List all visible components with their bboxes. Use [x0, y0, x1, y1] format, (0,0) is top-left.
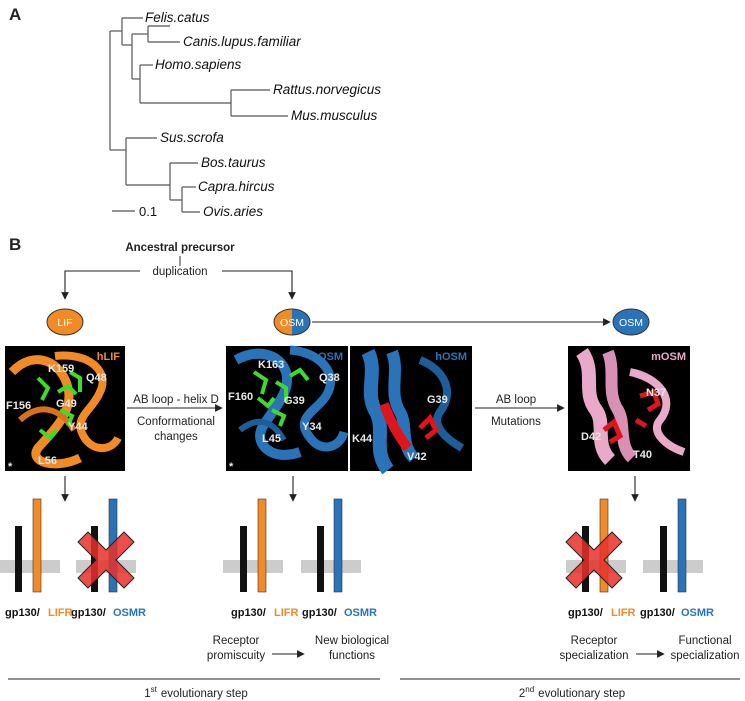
hlif-star: * — [8, 461, 13, 473]
step2-num: 2 — [519, 688, 525, 700]
step1-label-line1: AB loop - helix D — [133, 394, 219, 406]
species-mus-musculus: Mus.musculus — [291, 108, 378, 123]
hosm-res-y34: Y34 — [302, 421, 322, 433]
panel-a-letter: A — [9, 5, 21, 24]
rec3-gp130: gp130/ — [568, 607, 603, 619]
lif-oval-label: LIF — [57, 317, 72, 329]
blocked-cross-icon — [77, 531, 135, 589]
mosm-res-n37: N37 — [646, 387, 666, 399]
step2-sup: nd — [525, 685, 534, 694]
outcome1-b-line2: functions — [329, 650, 375, 662]
hosm-res-l45: L45 — [262, 433, 281, 445]
panel-b-letter: B — [9, 235, 21, 254]
rec2-lifr: LIFR — [274, 607, 298, 619]
step2-text: evolutionary step — [538, 688, 625, 700]
species-capra-hircus: Capra.hircus — [198, 179, 275, 194]
hosm2-res-k44: K44 — [352, 433, 373, 445]
hosm-structure-image-1: hOSM K163 F160 Q38 G39 Y34 L45 * — [226, 345, 349, 473]
receptor-group-lif — [0, 498, 136, 593]
species-felis-catus: Felis.catus — [145, 10, 210, 25]
hlif-res-k159: K159 — [48, 363, 74, 375]
hosm-structure-image-2: hOSM G39 K44 V42 — [350, 346, 472, 475]
hosm-res-k163: K163 — [258, 359, 284, 371]
step1-num: 1 — [144, 688, 150, 700]
mosm-res-t40: T40 — [633, 449, 652, 461]
hosm-star: * — [229, 461, 234, 473]
rec3-osmr: OSMR — [681, 607, 714, 619]
species-bos-taurus: Bos.taurus — [201, 155, 266, 170]
hlif-res-l56: L56 — [38, 455, 57, 467]
hosm-res-q38: Q38 — [319, 372, 340, 384]
rec2-gp130: gp130/ — [231, 607, 266, 619]
duplication-arrow-left — [61, 270, 140, 300]
outcome2-a-line2: specialization — [559, 650, 628, 662]
step2-caption: 2nd evolutionary step — [519, 685, 625, 700]
outcome2-b-line1: Functional — [678, 635, 731, 647]
rec1-gp130: gp130/ — [5, 607, 40, 619]
step2-label-line2: Mutations — [491, 416, 541, 428]
hlif-res-g49: G49 — [56, 398, 77, 410]
outcome1-a-line2: promiscuity — [207, 650, 265, 662]
species-sus-scrofa: Sus.scrofa — [160, 130, 224, 145]
lif-oval: LIF — [46, 308, 84, 336]
osm-oval-blue: OSM — [612, 308, 650, 336]
rec2-osmr: OSMR — [344, 607, 377, 619]
hosm-label-2: hOSM — [435, 351, 467, 363]
phylogenetic-tree — [109, 17, 288, 213]
scale-bar-label: 0.1 — [139, 204, 157, 219]
osm-oval-label-1: OSM — [280, 317, 304, 329]
hlif-res-f156: F156 — [6, 400, 31, 412]
hlif-res-q48: Q48 — [86, 372, 107, 384]
rec3b-gp130: gp130/ — [640, 607, 675, 619]
rec1-lifr: LIFR — [48, 607, 72, 619]
receptor-group-hosm — [223, 498, 361, 593]
hosm2-res-v42: V42 — [407, 451, 427, 463]
hlif-structure-image: hLIF K159 Q48 F156 G49 Y44 L56 * — [5, 346, 125, 473]
step1-text: evolutionary step — [161, 688, 248, 700]
mosm-label: mOSM — [651, 351, 686, 363]
osm-oval-mixed: OSM — [273, 308, 311, 336]
ancestral-precursor-label: Ancestral precursor — [125, 242, 235, 254]
rec2b-gp130: gp130/ — [302, 607, 337, 619]
hlif-res-y44: Y44 — [68, 421, 88, 433]
step2-label-line1: AB loop — [496, 394, 536, 406]
hlif-label: hLIF — [97, 351, 120, 363]
rec3-lifr: LIFR — [611, 607, 635, 619]
step1-label-line3: changes — [154, 431, 198, 443]
hosm-res-f160: F160 — [228, 391, 253, 403]
blocked-cross-icon-2 — [565, 531, 623, 589]
species-rattus-norvegicus: Rattus.norvegicus — [273, 82, 381, 97]
step1-label-line2: Conformational — [137, 416, 215, 428]
receptor-group-mosm — [565, 498, 703, 593]
duplication-arrow-right — [222, 270, 296, 300]
hosm2-res-g39: G39 — [427, 394, 448, 406]
species-ovis-aries: Ovis.aries — [203, 204, 263, 219]
step1-sup: st — [151, 685, 158, 694]
outcome1-b-line1: New biological — [315, 635, 389, 647]
outcome2-a-line1: Receptor — [571, 635, 618, 647]
species-canis-lupus: Canis.lupus.familiar — [183, 34, 301, 49]
hosm-res-g39: G39 — [284, 395, 305, 407]
mosm-structure-image: mOSM N37 D42 T40 — [568, 346, 690, 471]
outcome1-a-line1: Receptor — [213, 635, 260, 647]
hosm-label-1: hOSM — [311, 351, 343, 363]
duplication-label: duplication — [153, 266, 208, 278]
osm-oval-label-2: OSM — [619, 317, 643, 329]
species-homo-sapiens: Homo.sapiens — [155, 57, 242, 72]
rec1b-gp130: gp130/ — [71, 607, 106, 619]
mosm-res-d42: D42 — [581, 431, 601, 443]
rec1-osmr: OSMR — [113, 607, 146, 619]
outcome2-b-line2: specialization — [670, 650, 739, 662]
